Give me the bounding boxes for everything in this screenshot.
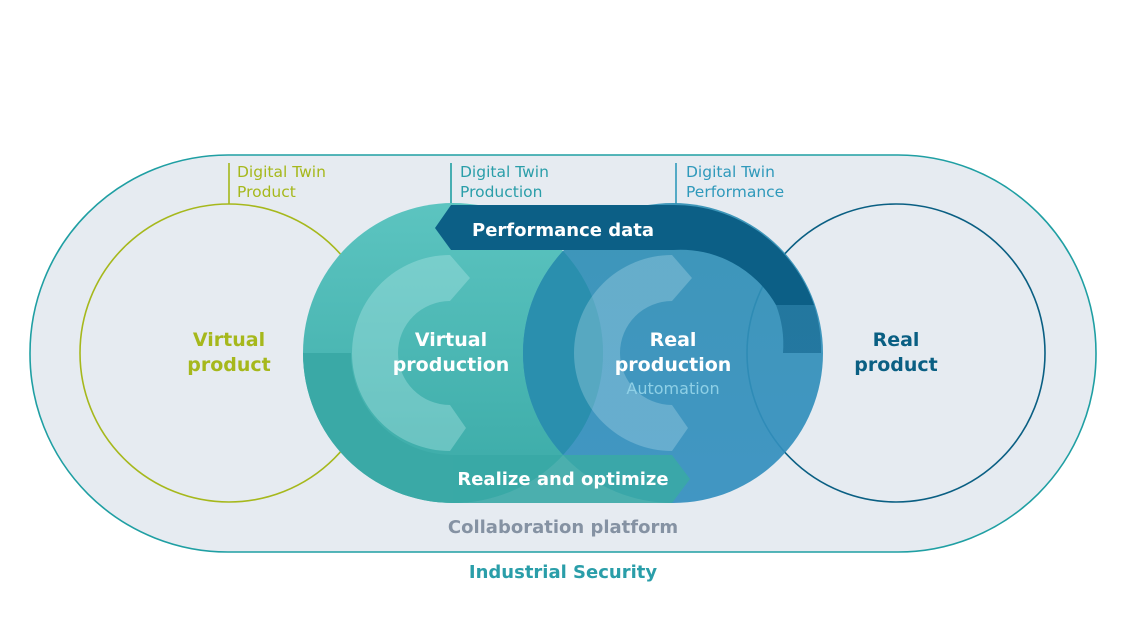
real-production-cycle-arrow (574, 255, 692, 451)
real-production-label-line1: Real (650, 329, 697, 351)
performance-data-label: Performance data (472, 220, 654, 241)
dt-performance-label-line2: Performance (686, 183, 784, 201)
performance-data-band (435, 204, 814, 305)
virtual-product-label-line2: product (187, 354, 271, 376)
industrial-security-label: Industrial Security (469, 562, 657, 583)
dt-production-label-line1: Digital Twin (460, 163, 549, 181)
dt-product-label-line1: Digital Twin (237, 163, 326, 181)
real-product-label-line1: Real (873, 329, 920, 351)
real-production-circle (523, 203, 823, 503)
virtual-production-cycle-arrow (352, 255, 470, 451)
collaboration-platform-label: Collaboration platform (448, 517, 678, 538)
real-product-label-line2: product (854, 354, 938, 376)
virtual-product-label-line1: Virtual (193, 329, 265, 351)
virtual-production-label-line1: Virtual (415, 329, 487, 351)
dt-production-label-line2: Production (460, 183, 542, 201)
dt-performance-label-line1: Digital Twin (686, 163, 775, 181)
virtual-production-label-line2: production (393, 354, 510, 376)
realize-optimize-label: Realize and optimize (457, 469, 668, 490)
realize-optimize-band (453, 455, 690, 503)
performance-data-band-fade (776, 305, 822, 353)
automation-label: Automation (626, 379, 719, 398)
real-production-label-line2: production (615, 354, 732, 376)
dt-product-label-line2: Product (237, 183, 296, 201)
